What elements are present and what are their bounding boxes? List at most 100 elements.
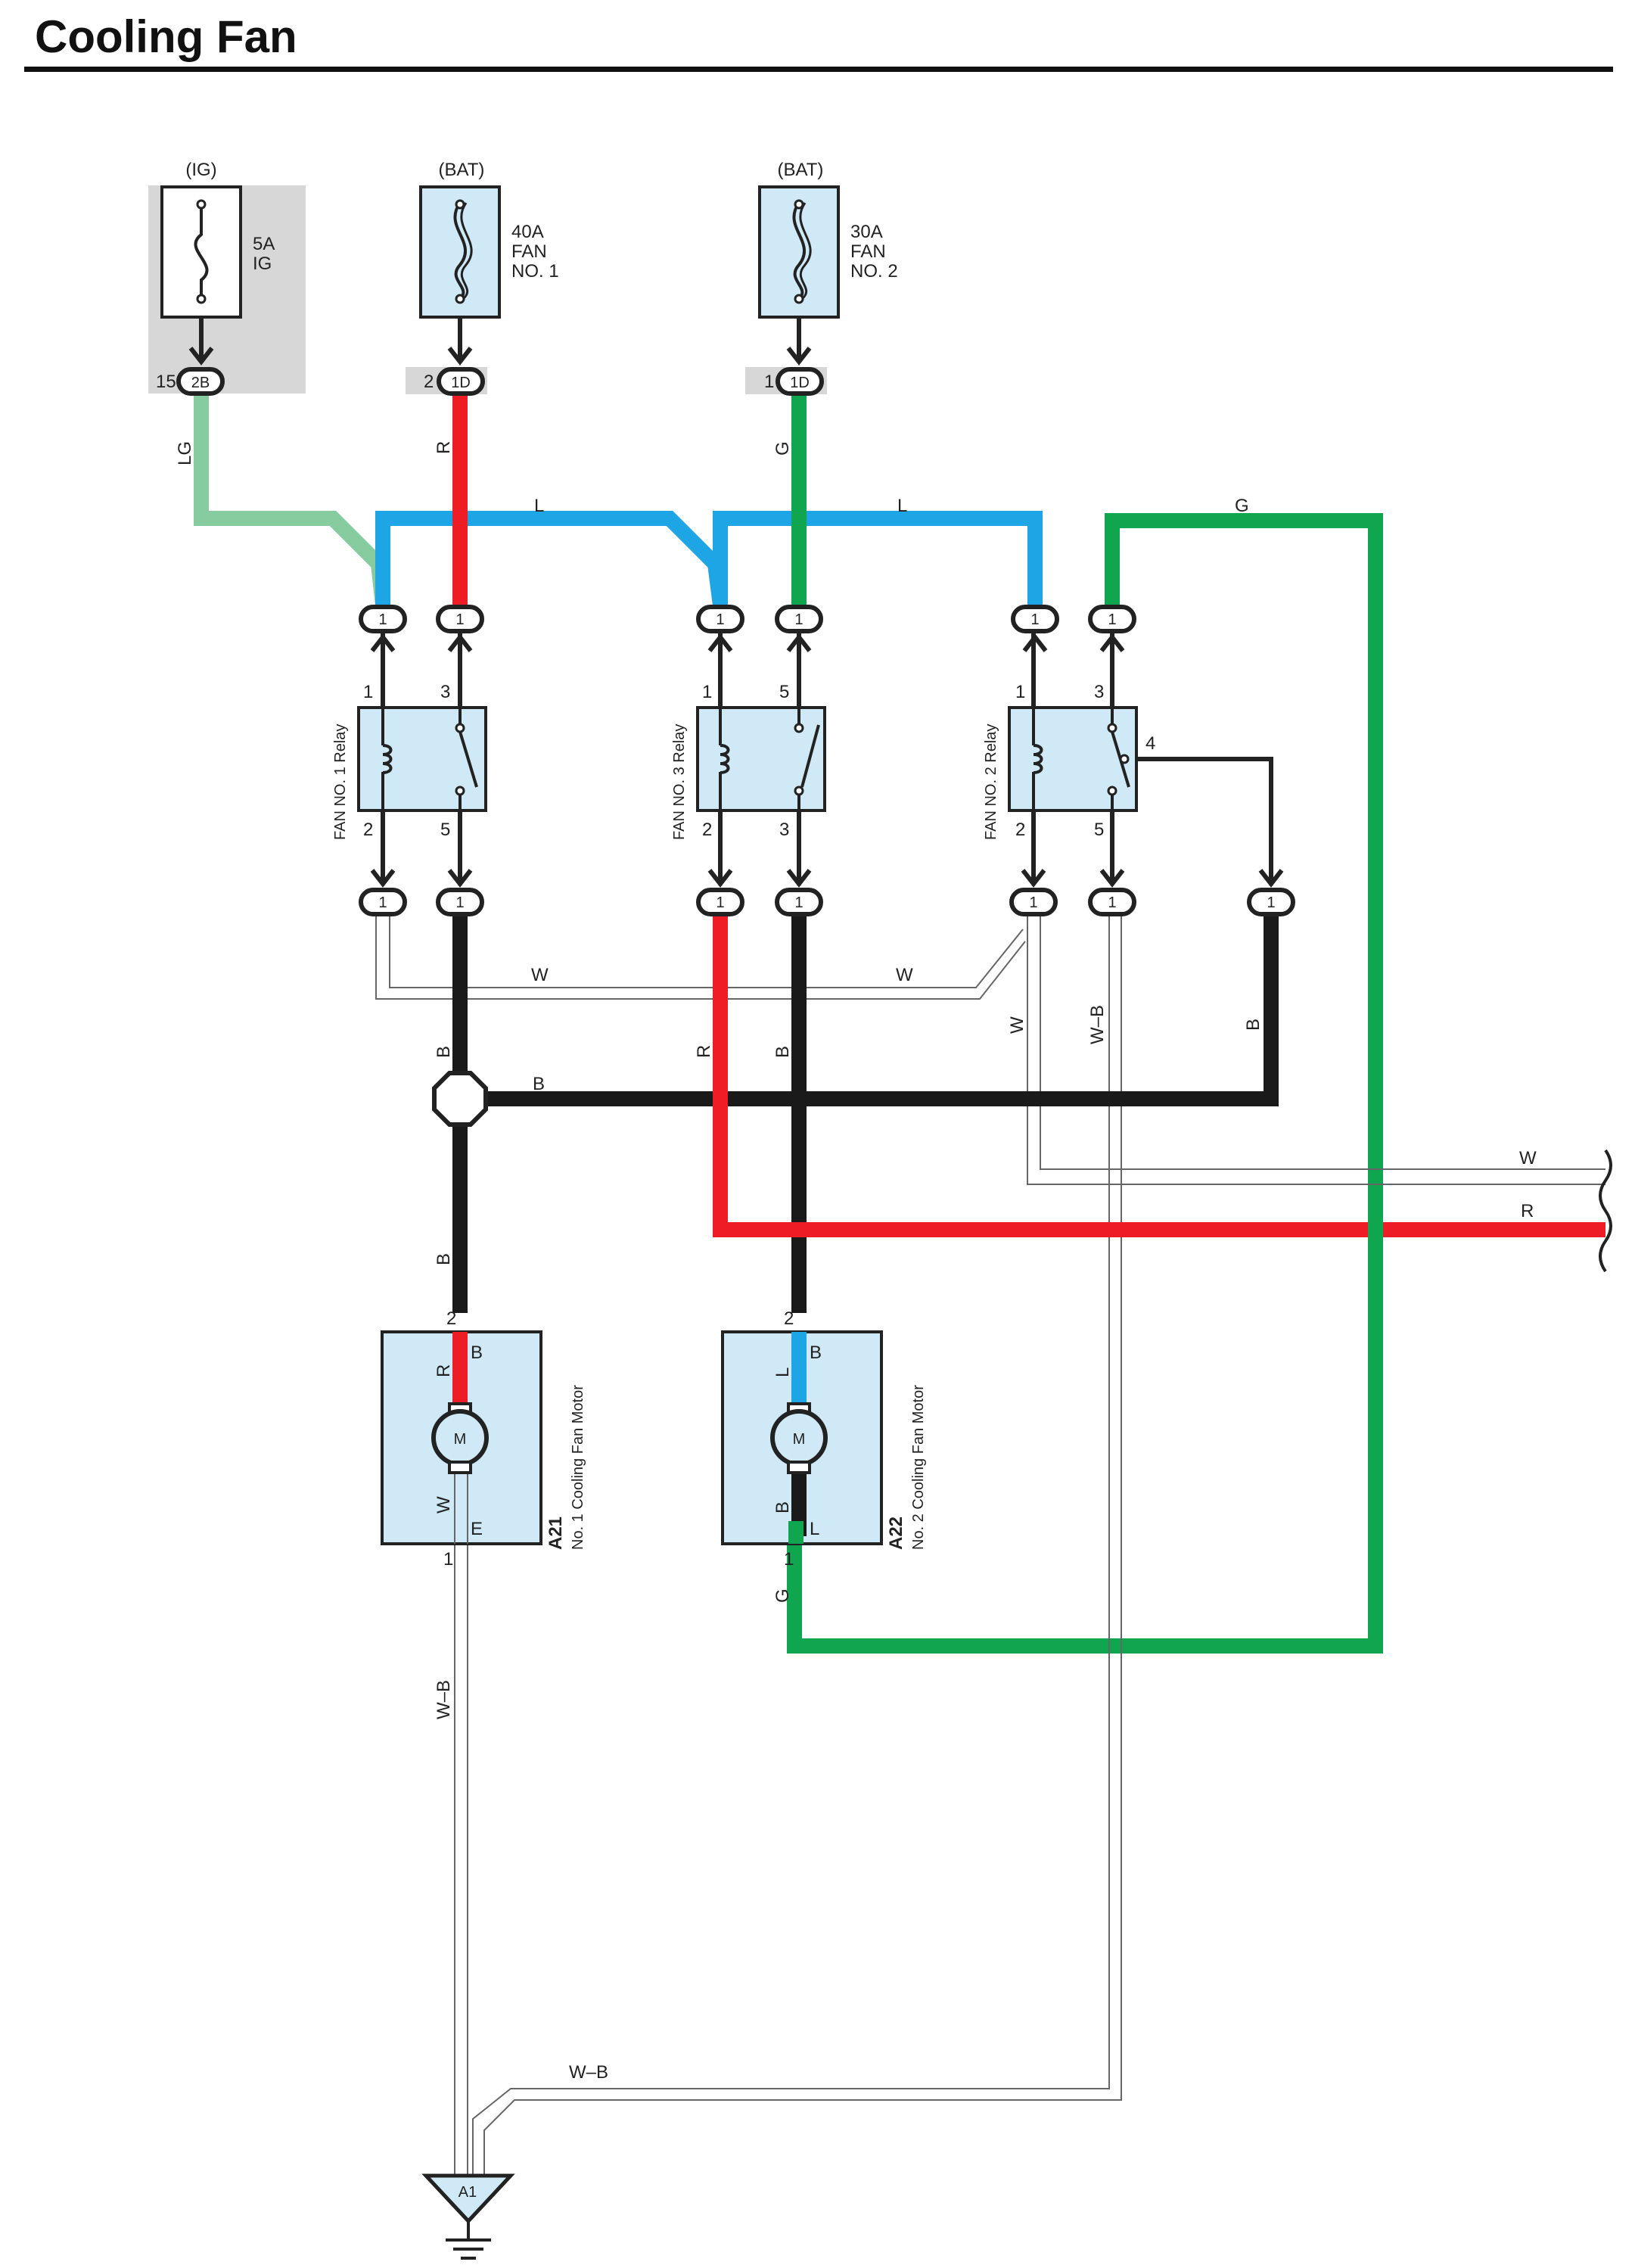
connector-pin-label: 1 (378, 894, 387, 911)
connector-pin-label: 1 (1030, 611, 1039, 628)
connector-pin-label: 1 (1267, 894, 1275, 911)
relay-pin: 5 (779, 682, 789, 702)
wire-lg (194, 394, 390, 607)
motor-terminal: E (471, 1519, 483, 1539)
fuse-name: FAN (850, 241, 886, 262)
title-rule (24, 67, 1613, 72)
fuse-name: IG (253, 254, 272, 274)
motor-pin: 2 (784, 1308, 794, 1329)
wire-label-l: L (772, 1367, 793, 1377)
motor-terminal: B (810, 1342, 822, 1363)
relay-pin: 3 (440, 682, 450, 702)
connector-pin-label: 1 (1108, 894, 1116, 911)
connector-pin-icon: 1 (1009, 857, 1058, 916)
relay-fan2: 1 3 2 5 4 FAN NO. 2 Relay (983, 682, 1155, 840)
connector-pin-icon: 1 (1088, 605, 1136, 652)
connector-id: 2B (191, 375, 210, 391)
relay-name: FAN NO. 3 Relay (671, 724, 688, 840)
connector-pin-label: 1 (455, 611, 464, 628)
wire-r-right (713, 916, 1605, 1237)
wire-g-loop (787, 513, 1383, 1654)
connector-pin-label: 1 (455, 894, 464, 911)
connector-pin-icon: 1 (359, 605, 407, 652)
wire-label-b: B (434, 1253, 454, 1265)
connector-pin-icon: 1 (775, 605, 823, 652)
connector-pin: 15 (156, 372, 176, 392)
wires (194, 394, 1605, 2176)
connector-id: 1D (790, 375, 810, 391)
relay-pin: 5 (440, 820, 450, 840)
wire-label-g: G (772, 441, 793, 456)
fuse-name: FAN (511, 241, 547, 262)
connector-pin-icon: 1 (1247, 857, 1295, 916)
wire-label-b: B (772, 1046, 793, 1058)
relay-pin: 3 (779, 820, 789, 840)
connector-pin-label: 1 (794, 894, 803, 911)
wire-l-top2 (713, 511, 1043, 605)
fuse-ig: (IG) 5A IG 15 2B LG (156, 160, 275, 465)
motor-terminal: B (471, 1342, 483, 1363)
wire-label-l: L (534, 496, 544, 516)
motor-pin: 2 (446, 1308, 456, 1329)
motor-code: A22 (886, 1517, 906, 1550)
connector-pin-icon: 1 (1088, 857, 1136, 916)
wire-label-g: G (1235, 496, 1249, 516)
relay-pin: 2 (1015, 820, 1025, 840)
fuse-name-2: NO. 2 (850, 261, 898, 282)
connector-id: 1D (451, 375, 471, 391)
ground-icon: A1 (421, 2173, 515, 2260)
fuse-name-2: NO. 1 (511, 261, 559, 282)
motor-pin: 1 (443, 1549, 453, 1570)
fuse-source-label: (IG) (185, 160, 216, 180)
wire-label-w: W (531, 965, 549, 985)
wire-label-wb: W–B (1087, 1005, 1108, 1044)
connector-pin-label: 1 (794, 611, 803, 628)
wire-label-wb: W–B (434, 1680, 454, 1719)
connector-pin-label: 1 (1108, 611, 1116, 628)
connector-pin-icon: 1 (436, 857, 484, 916)
motor-a22: M 2 B L 1 L B A22 No. 2 Cooling Fan Moto… (721, 1308, 927, 1570)
wire-label-l: L (897, 496, 907, 516)
wire-b-bus (460, 916, 1279, 1106)
wire-label-r: R (694, 1045, 714, 1058)
motor-pin: 1 (784, 1549, 794, 1570)
wire-label-b: B (1243, 1019, 1264, 1031)
wire-label-b: B (533, 1074, 545, 1094)
fuse-rating: 40A (511, 222, 544, 242)
fuse-fan1: (BAT) 40A FAN NO. 1 2 1D R (419, 160, 559, 454)
relay-pin: 1 (702, 682, 712, 702)
wire-label-r: R (434, 441, 454, 454)
connector-pin-icon: 1 (696, 605, 744, 652)
relay-name: FAN NO. 2 Relay (983, 724, 999, 840)
connector-pin-label: 1 (1029, 894, 1037, 911)
fuse-rating: 5A (253, 234, 275, 254)
relay-fan1: 1 3 2 5 FAN NO. 1 Relay (332, 682, 487, 840)
wire-label-g: G (772, 1588, 793, 1603)
relay-pin: 2 (702, 820, 712, 840)
relay-pin: 1 (1015, 682, 1025, 702)
motor-symbol: M (454, 1431, 467, 1448)
fuse-source-label: (BAT) (439, 160, 485, 180)
connector-pin: 2 (424, 372, 434, 392)
wire-break-icon (1599, 1149, 1612, 1273)
relay-name: FAN NO. 1 Relay (332, 724, 349, 840)
wire-label-wb: W–B (569, 2062, 608, 2083)
connector-pin-label: 1 (378, 611, 387, 628)
fuse-rating: 30A (850, 222, 883, 242)
fuse-fan2: (BAT) 30A FAN NO. 2 1 1D G (758, 160, 898, 456)
relay-pin: 1 (363, 682, 373, 702)
connector-pin-icon: 1 (436, 605, 484, 652)
connector-pin-label: 1 (716, 894, 724, 911)
motor-name: No. 1 Cooling Fan Motor (570, 1385, 586, 1550)
connector-pin-label: 1 (716, 611, 724, 628)
wire-label-w: W (434, 1496, 454, 1514)
ground-label: A1 (458, 2184, 477, 2201)
connector-pin-icon: 1 (775, 857, 823, 916)
motor-name: No. 2 Cooling Fan Motor (910, 1385, 927, 1550)
wire-label-w: W (1007, 1016, 1027, 1034)
page-title: Cooling Fan (35, 11, 297, 62)
wire-label-r: R (434, 1364, 454, 1377)
fuse-source-label: (BAT) (778, 160, 824, 180)
motor-code: A21 (546, 1517, 566, 1550)
